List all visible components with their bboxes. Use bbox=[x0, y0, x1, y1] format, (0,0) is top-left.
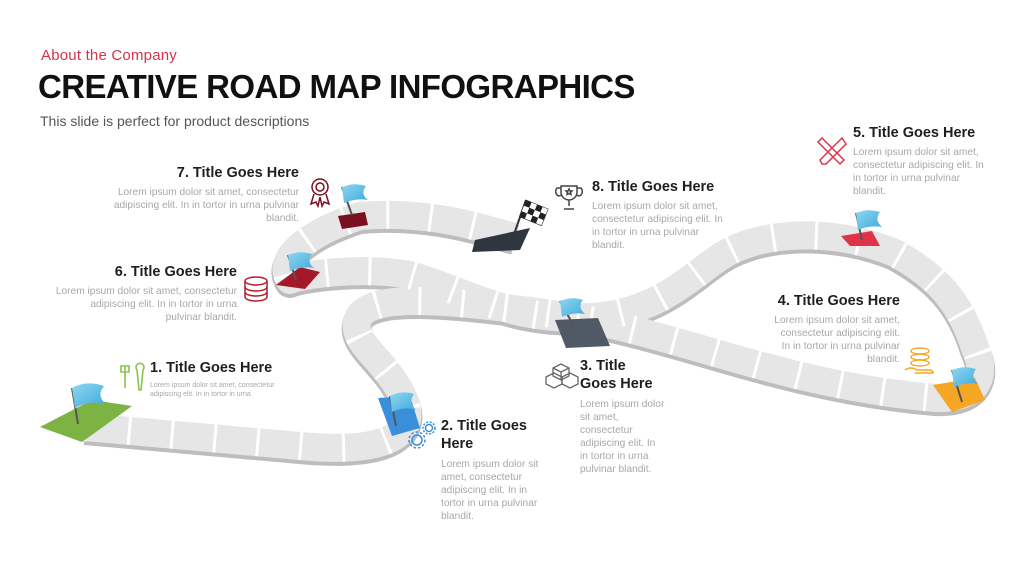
step-4-text: Lorem ipsum dolor sit amet, consectetur … bbox=[774, 315, 900, 365]
step-3-text: Lorem ipsum dolor sit amet, consectetur … bbox=[580, 399, 665, 475]
database-icon bbox=[244, 276, 268, 302]
checkered-flag-icon bbox=[511, 199, 549, 241]
step-7-marker bbox=[338, 212, 368, 229]
step-6-text: Lorem ipsum dolor sit amet, consectetur … bbox=[55, 286, 237, 323]
step-3: 3. Title Goes Here Lorem ipsum dolor sit… bbox=[580, 357, 665, 476]
step-1-marker bbox=[40, 400, 132, 442]
flag-icon bbox=[389, 392, 416, 427]
step-5-title: 5. Title Goes Here bbox=[853, 125, 976, 141]
page-title: CREATIVE ROAD MAP INFOGRAPHICS bbox=[38, 68, 635, 105]
step-6-marker bbox=[276, 267, 320, 289]
step-4-title: 4. Title Goes Here bbox=[777, 293, 900, 309]
step-6: 6. Title Goes Here Lorem ipsum dolor sit… bbox=[55, 263, 237, 324]
pencil-ruler-icon bbox=[816, 136, 847, 166]
step-7: 7. Title Goes Here Lorem ipsum dolor sit… bbox=[108, 164, 299, 225]
step-1-title: 1. Title Goes Here bbox=[150, 360, 273, 376]
gears-icon bbox=[408, 421, 436, 449]
flag-icon bbox=[951, 367, 978, 403]
tools-icon bbox=[120, 362, 145, 391]
step-2: 2. Title Goes Here Lorem ipsum dolor sit… bbox=[441, 417, 541, 523]
flag-icon bbox=[71, 383, 106, 425]
award-ribbon-icon bbox=[309, 178, 331, 209]
flag-icon bbox=[559, 298, 585, 331]
step-7-text: Lorem ipsum dolor sit amet, consectetur … bbox=[113, 187, 299, 224]
flag-icon bbox=[287, 252, 314, 281]
step-5: 5. Title Goes Here Lorem ipsum dolor sit… bbox=[853, 124, 988, 198]
step-4: 4. Title Goes Here Lorem ipsum dolor sit… bbox=[752, 292, 900, 366]
step-7-title: 7. Title Goes Here bbox=[176, 165, 299, 181]
step-8-title: 8. Title Goes Here bbox=[592, 179, 715, 195]
step-2-title: 2. Title Goes Here bbox=[441, 418, 527, 452]
trophy-icon bbox=[554, 185, 584, 210]
flag-icon bbox=[855, 210, 882, 241]
step-6-title: 6. Title Goes Here bbox=[114, 264, 237, 280]
coins-hand-icon bbox=[904, 347, 934, 374]
step-5-marker bbox=[841, 231, 880, 246]
step-8-text: Lorem ipsum dolor sit amet, consectetur … bbox=[592, 201, 723, 251]
step-8: 8. Title Goes Here Lorem ipsum dolor sit… bbox=[592, 178, 727, 252]
step-5-text: Lorem ipsum dolor sit amet, consectetur … bbox=[853, 147, 984, 197]
step-3-marker bbox=[555, 318, 610, 348]
step-3-title: 3. Title Goes Here bbox=[580, 358, 653, 392]
step-1: 1. Title Goes Here Lorem ipsum dolor sit… bbox=[150, 359, 290, 399]
step-1-text: Lorem ipsum dolor sit amet, consectetur … bbox=[150, 382, 275, 398]
cubes-icon bbox=[545, 363, 579, 389]
company-label: About the Company bbox=[41, 47, 177, 64]
step-8-marker bbox=[472, 228, 530, 252]
step-2-text: Lorem ipsum dolor sit amet, consectetur … bbox=[441, 459, 539, 522]
flag-icon bbox=[341, 184, 368, 216]
page-subtitle: This slide is perfect for product descri… bbox=[40, 113, 310, 129]
